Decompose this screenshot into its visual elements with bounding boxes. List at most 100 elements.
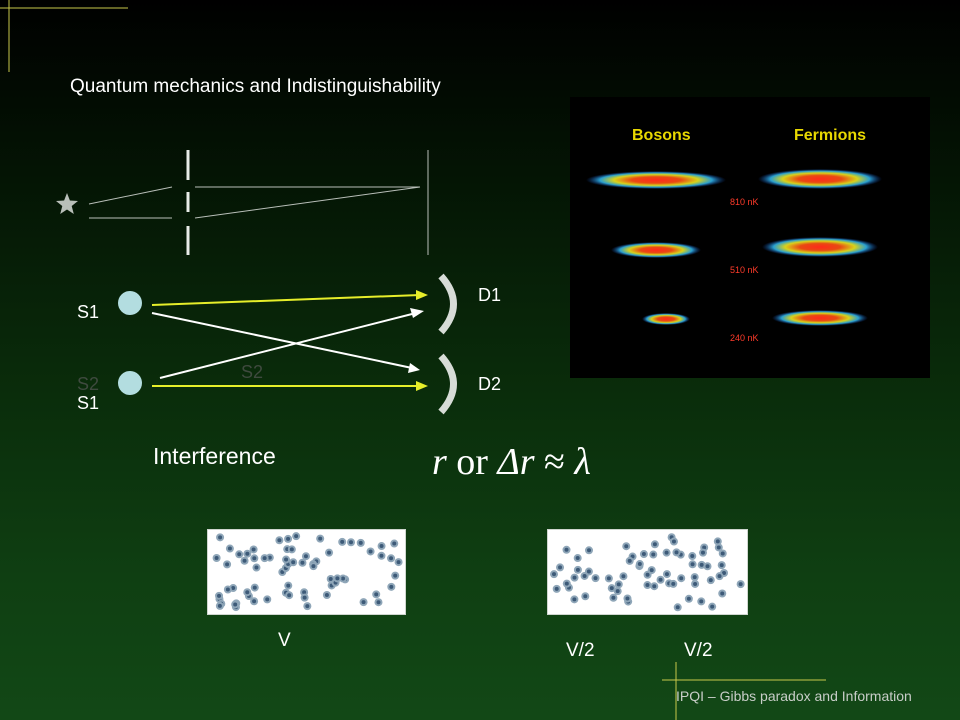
gas-particle-core bbox=[217, 593, 222, 598]
formula-approx: ≈ bbox=[544, 441, 565, 483]
formula-or: or bbox=[456, 441, 488, 483]
gas-particle-core bbox=[225, 587, 230, 592]
gas-particle-core bbox=[675, 605, 680, 610]
gas-particle-core bbox=[237, 552, 242, 557]
gas-particle-core bbox=[699, 562, 704, 567]
gas-particle-core bbox=[392, 541, 397, 546]
detector-label-d2: D2 bbox=[478, 374, 502, 394]
gas-particle-core bbox=[379, 553, 384, 558]
gas-particle-core bbox=[700, 550, 705, 555]
arrow-s2-d1 bbox=[159, 312, 417, 379]
gas-particle-core bbox=[305, 604, 310, 609]
detector-d2-shape bbox=[438, 353, 457, 415]
gas-particle-core bbox=[231, 586, 236, 591]
gas-particle-core bbox=[328, 576, 333, 581]
slide-title: Quantum mechanics and Indistinguishabili… bbox=[70, 76, 441, 97]
gas-particle-core bbox=[710, 604, 715, 609]
gas-particle-core bbox=[649, 568, 654, 573]
gas-particle-core bbox=[616, 582, 621, 587]
gas-particle-core bbox=[225, 562, 230, 567]
gas-particle-core bbox=[624, 544, 629, 549]
detector-d1-shape bbox=[438, 273, 457, 335]
gas-particle-core bbox=[379, 544, 384, 549]
gas-particle-core bbox=[389, 584, 394, 589]
gas-particle-core bbox=[564, 581, 569, 586]
gas-particle-core bbox=[318, 536, 323, 541]
gas-particle-core bbox=[368, 549, 373, 554]
gas-particle-core bbox=[227, 546, 232, 551]
gas-particle-core bbox=[218, 535, 223, 540]
gas-particle-core bbox=[637, 562, 642, 567]
gas-particle-core bbox=[609, 586, 614, 591]
gas-particle-core bbox=[287, 593, 292, 598]
gas-particle-core bbox=[289, 547, 294, 552]
interference-formula: r or Δr ≈ λ bbox=[432, 440, 591, 484]
gas-particle-core bbox=[303, 554, 308, 559]
gas-particle-core bbox=[284, 557, 289, 562]
gas-particle-core bbox=[705, 564, 710, 569]
gas-particle-core bbox=[374, 592, 379, 597]
crossing-label-s2: S2 bbox=[241, 362, 264, 382]
gas-particle-core bbox=[611, 595, 616, 600]
boson-cloud-510 bbox=[611, 242, 701, 258]
gas-particle-core bbox=[267, 555, 272, 560]
gas-particle-core bbox=[286, 536, 291, 541]
gas-particle-core bbox=[587, 548, 592, 553]
detector-label-d1: D1 bbox=[478, 285, 502, 305]
gas-particle-core bbox=[245, 551, 250, 556]
gas-particle-core bbox=[254, 565, 259, 570]
gas-particle-core bbox=[664, 550, 669, 555]
temp-label-240: 240 nK bbox=[730, 333, 759, 343]
gas-particle-core bbox=[586, 569, 591, 574]
gas-particle-core bbox=[720, 591, 725, 596]
boson-cloud-810 bbox=[586, 171, 726, 189]
gas-particle-core bbox=[658, 577, 663, 582]
gas-particle-core bbox=[554, 586, 559, 591]
interference-label: Interference bbox=[153, 443, 276, 469]
gas-particle-core bbox=[252, 585, 257, 590]
gas-particle-core bbox=[389, 556, 394, 561]
gas-particle-core bbox=[302, 590, 307, 595]
arrow-s1-d1 bbox=[151, 294, 421, 306]
gas-particle-core bbox=[645, 583, 650, 588]
gas-particle-core bbox=[340, 539, 345, 544]
volume-label-half-left: V/2 bbox=[566, 640, 595, 661]
gas-particle-core bbox=[715, 539, 720, 544]
gas-particle-core bbox=[625, 596, 630, 601]
source-label-s1: S1 bbox=[77, 302, 100, 322]
condensate-image: Bosons Fermions 810 nK 510 nK 240 nK bbox=[570, 97, 930, 378]
temp-label-510: 510 nK bbox=[730, 265, 759, 275]
gas-particle-core bbox=[300, 560, 305, 565]
gas-particle-core bbox=[564, 547, 569, 552]
gas-particle-core bbox=[286, 583, 291, 588]
gas-particle-core bbox=[652, 542, 657, 547]
gas-particle-core bbox=[572, 575, 577, 580]
gas-particle-core bbox=[242, 558, 247, 563]
gas-particle-core bbox=[341, 576, 346, 581]
gas-particle-core bbox=[572, 597, 577, 602]
formula-r: r bbox=[432, 441, 447, 483]
gas-particle-core bbox=[311, 564, 316, 569]
gas-particle-core bbox=[265, 597, 270, 602]
gas-particle-core bbox=[214, 556, 219, 561]
gas-particle-core bbox=[327, 550, 332, 555]
gas-particle-core bbox=[722, 571, 727, 576]
gas-particle-core bbox=[575, 556, 580, 561]
gas-particle-core bbox=[217, 603, 222, 608]
gas-particle-core bbox=[738, 582, 743, 587]
gas-particle-core bbox=[396, 560, 401, 565]
gas-particle-core bbox=[720, 551, 725, 556]
gas-particle-core bbox=[582, 573, 587, 578]
gas-particle-core bbox=[277, 538, 282, 543]
source-circle-1 bbox=[118, 291, 142, 315]
gas-particle-core bbox=[606, 576, 611, 581]
gas-particle-core bbox=[708, 578, 713, 583]
gas-particle-core bbox=[294, 534, 299, 539]
gas-particle-core bbox=[674, 550, 679, 555]
formula-delta-r: Δr bbox=[497, 441, 535, 483]
particles-partitioned bbox=[550, 533, 745, 612]
gas-particle-core bbox=[558, 565, 563, 570]
gas-particle-core bbox=[262, 556, 267, 561]
gas-particle-core bbox=[692, 575, 697, 580]
